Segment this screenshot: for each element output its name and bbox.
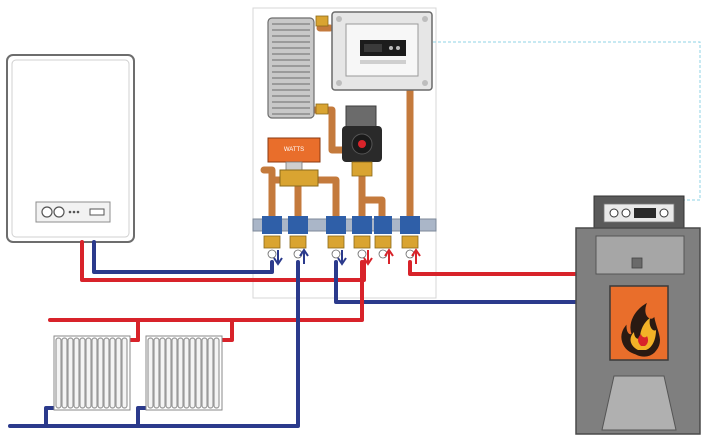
boiler-display [89, 208, 105, 216]
radiator-right [145, 335, 223, 411]
flow-arrow-icon [273, 248, 421, 266]
plate-heat-exchanger [267, 15, 329, 119]
gas-boiler [6, 54, 135, 243]
radiator-left [53, 335, 131, 411]
manifold-rail [252, 216, 437, 259]
three-way-mixing-valve: WATTS [267, 137, 321, 187]
control-unit [331, 11, 433, 91]
stove-flow-pipe [408, 260, 588, 276]
flame-icon [621, 302, 660, 357]
boiler-return-pipe [92, 240, 274, 274]
valve-label: WATTS [284, 147, 304, 153]
boiler-knob-2 [53, 206, 65, 218]
control-signal-cable [433, 41, 701, 201]
stove-ash-door [601, 375, 677, 431]
circulation-pump [342, 105, 382, 177]
stove-return-pipe [334, 260, 588, 304]
radiator-flow-pipe [48, 260, 364, 322]
radiator-return-pipe [8, 260, 300, 428]
boiler-knob-1 [41, 206, 53, 218]
